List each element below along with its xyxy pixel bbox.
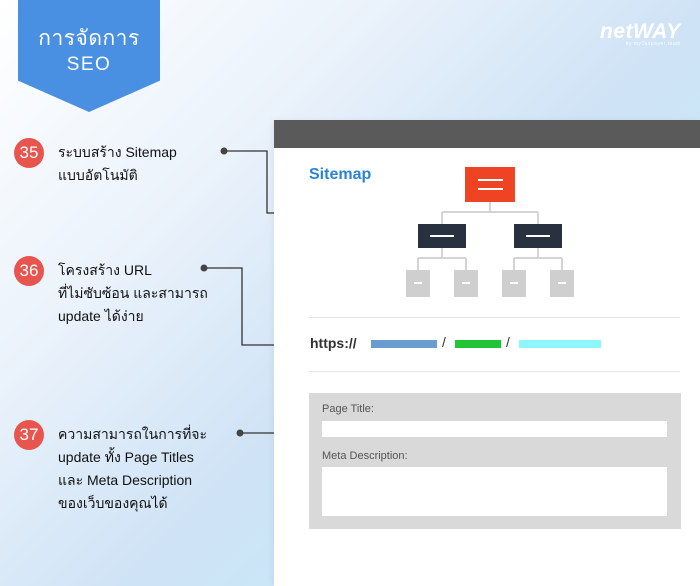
sitemap-leaf-node [454, 270, 478, 297]
divider [309, 317, 680, 318]
feature-line: ความสามารถในการที่จะ [58, 426, 208, 442]
feature-line: ที่ไม่ซับซ้อน และสามารถ [58, 285, 208, 301]
url-separator: / [442, 334, 446, 350]
feature-line: update ทั้ง Page Titles [58, 449, 194, 465]
meta-description-label: Meta Description: [322, 450, 408, 462]
sitemap-tree [417, 202, 563, 270]
feature-line: โครงสร้าง URL [58, 262, 152, 278]
sitemap-leaf-node [550, 270, 574, 297]
section-badge: การจัดการ SEO [18, 0, 160, 112]
feature-text-37: ความสามารถในการที่จะ update ทั้ง Page Ti… [58, 423, 207, 515]
feature-line: และ Meta Description [58, 472, 193, 488]
badge-title: การจัดการ [38, 27, 140, 50]
browser-title-bar [274, 120, 700, 148]
feature-line: ของเว็บของคุณได้ [58, 495, 168, 511]
url-segment-2 [455, 340, 501, 348]
feature-text-35: ระบบสร้าง Sitemap แบบอัตโนมัติ [58, 141, 177, 187]
feature-text-36: โครงสร้าง URL ที่ไม่ซับซ้อน และสามารถ up… [58, 259, 208, 328]
url-segment-3 [519, 340, 601, 348]
badge-subtitle: SEO [66, 54, 112, 75]
feature-line: update ได้ง่าย [58, 308, 144, 324]
number-badge-36: 36 [14, 256, 44, 286]
sitemap-leaf-node [406, 270, 430, 297]
feature-line: แบบอัตโนมัติ [58, 167, 138, 183]
divider [309, 371, 680, 372]
logo-text: netWAY [600, 20, 681, 43]
page-title-label: Page Title: [322, 403, 374, 415]
url-segment-1 [371, 340, 437, 348]
netway-logo: netWAY by myTaxpayer team [600, 20, 681, 47]
meta-description-textarea[interactable] [322, 467, 667, 516]
url-prefix: https:// [310, 335, 357, 351]
sitemap-leaf-node [502, 270, 526, 297]
sitemap-root-node [465, 167, 515, 202]
page-title-input[interactable] [322, 421, 667, 437]
feature-line: ระบบสร้าง Sitemap [58, 144, 177, 160]
sitemap-child-node [418, 224, 466, 248]
meta-form: Page Title: Meta Description: [309, 393, 681, 529]
browser-window: Sitemap https:// / / [274, 120, 700, 586]
number-badge-37: 37 [14, 420, 44, 450]
logo-tagline: by myTaxpayer team [625, 41, 681, 47]
number-badge-35: 35 [14, 138, 44, 168]
sitemap-title: Sitemap [309, 166, 372, 183]
sitemap-child-node [514, 224, 562, 248]
url-separator: / [506, 334, 510, 350]
